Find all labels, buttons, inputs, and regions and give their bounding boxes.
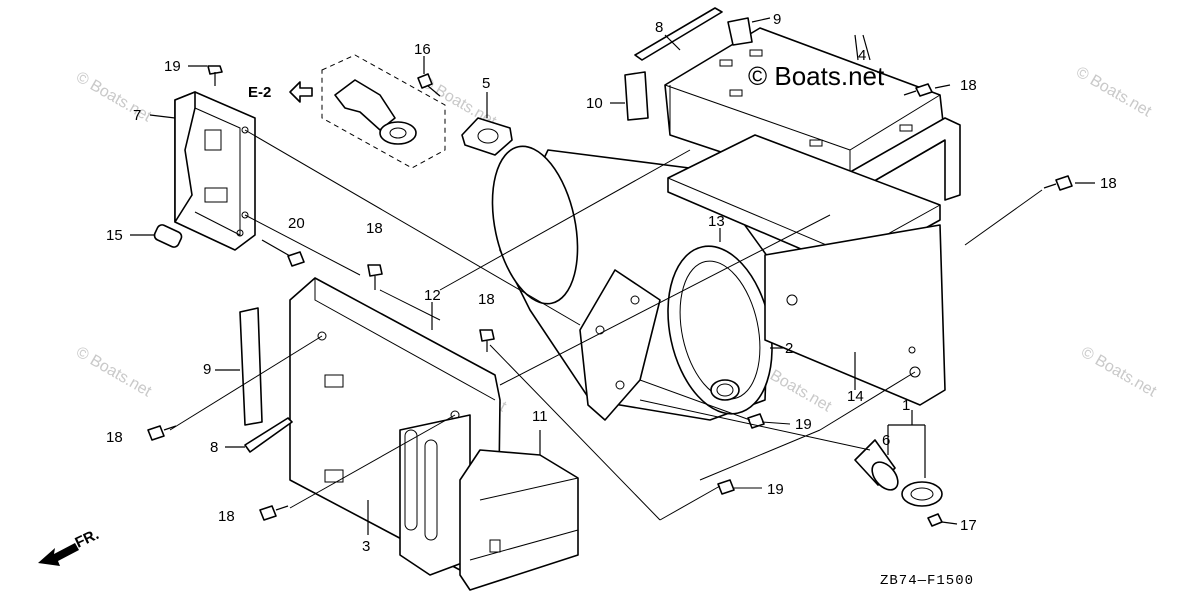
callout-9-top: 9 <box>773 11 781 28</box>
front-direction-arrow: FR. <box>38 526 102 566</box>
front-label: FR. <box>73 526 102 552</box>
part-11-bottom-bracket <box>459 449 579 591</box>
part-1-arrester-clamp <box>901 481 943 507</box>
callout-18-top-right: 18 <box>960 77 977 94</box>
callout-2: 2 <box>785 340 793 357</box>
callout-18-bottom: 18 <box>218 508 235 525</box>
callout-8-left: 8 <box>210 439 218 456</box>
parts-8-9-10-upper-strips <box>624 7 753 121</box>
callout-14: 14 <box>847 388 864 405</box>
callout-16: 16 <box>414 41 431 58</box>
watermark-top-right: © Boats.net <box>1073 64 1155 121</box>
callout-12: 12 <box>424 287 441 304</box>
part-5-gasket <box>461 92 513 156</box>
callout-15: 15 <box>106 227 123 244</box>
callout-18-right: 18 <box>1100 175 1117 192</box>
callout-19-mid: 19 <box>795 416 812 433</box>
callout-4: 4 <box>858 47 866 64</box>
callout-10: 10 <box>586 95 603 112</box>
part-6-spark-arrester <box>854 439 899 491</box>
callout-20: 20 <box>288 215 305 232</box>
callout-18-left: 18 <box>106 429 123 446</box>
reference-label: E-2 <box>248 84 271 101</box>
watermark-top-left: © Boats.net <box>73 69 155 126</box>
callout-19-top-left: 19 <box>164 58 181 75</box>
callout-18-mid: 18 <box>478 291 495 308</box>
callout-13: 13 <box>708 213 725 230</box>
callout-7: 7 <box>133 107 141 124</box>
callout-18-center: 18 <box>366 220 383 237</box>
bolt-19-top-left <box>188 65 223 86</box>
part-14-side-panel <box>764 224 946 406</box>
callout-labels: 1 2 3 4 5 6 7 8 8 9 9 10 11 12 13 14 15 … <box>106 11 1117 555</box>
callout-6: 6 <box>882 432 890 449</box>
diagram-code: ZB74—F1500 <box>880 573 974 589</box>
exhaust-manifold-dashed <box>321 54 446 169</box>
part-7-protector-bracket <box>174 91 256 251</box>
bolt-17 <box>927 513 958 527</box>
parts-8-9-left-strips <box>239 307 293 453</box>
callout-19-bottom: 19 <box>767 481 784 498</box>
part-15-cushion <box>153 224 183 248</box>
bolt-16 <box>417 56 441 97</box>
callout-9-left: 9 <box>203 361 211 378</box>
part-2-muffler <box>491 145 773 421</box>
callout-3: 3 <box>362 538 370 555</box>
watermark-mid-right: © Boats.net <box>1078 344 1160 401</box>
callout-5: 5 <box>482 75 490 92</box>
callout-8-top: 8 <box>655 19 663 36</box>
watermark-mid-left: © Boats.net <box>73 344 155 401</box>
reference-arrow-e2 <box>289 81 313 103</box>
leader-lines <box>130 17 1095 535</box>
callout-17: 17 <box>960 517 977 534</box>
callout-1: 1 <box>902 397 910 414</box>
callout-11: 11 <box>532 408 548 425</box>
watermark-main: © Boats.net <box>748 61 885 91</box>
part-3-lower-shell <box>399 414 471 576</box>
